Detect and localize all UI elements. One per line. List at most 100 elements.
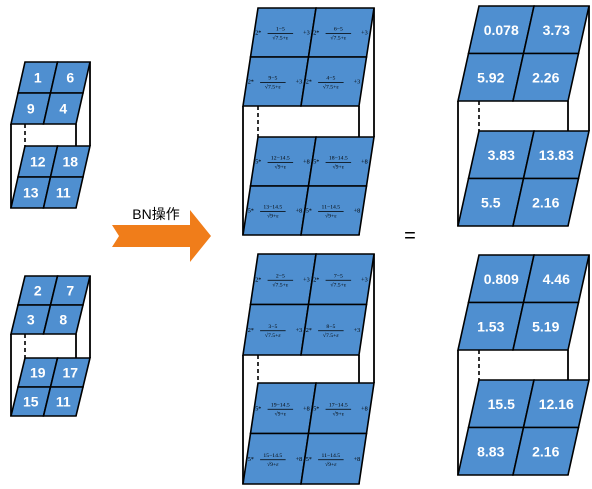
cell-value: 8.83 [477, 443, 504, 459]
formula-coef: 2* [306, 79, 312, 86]
bn-arrow: BN操作 [112, 206, 211, 262]
cell-value: 0.809 [484, 271, 519, 287]
formula-denominator: √9+ε [267, 213, 279, 220]
cell-value: 7 [66, 283, 74, 299]
cell-value: 2.16 [532, 443, 559, 459]
formula-denominator: √7.5+ε [272, 281, 288, 288]
formula-shift: +3 [354, 79, 361, 86]
output-block-1-bottom-plate: 3.83 13.83 5.5 2.16 [457, 130, 590, 227]
formula-shift: +8 [361, 159, 368, 166]
tensor-cell [300, 56, 368, 107]
formula-denominator: √9+ε [325, 461, 337, 468]
formula-denominator: √9+ε [325, 213, 337, 220]
cell-value: 0.078 [484, 22, 519, 38]
formula-shift: +3 [361, 276, 368, 283]
formula-denominator: √7.5+ε [323, 84, 339, 91]
formula-denominator: √7.5+ε [330, 281, 346, 288]
formula-numerator: 2−5 [276, 273, 285, 279]
formula-coef: 2* [248, 327, 254, 334]
formula-denominator: √9+ε [275, 164, 287, 171]
formula-numerator: 15−14.5 [263, 453, 282, 459]
formula-coef: 5* [248, 208, 254, 215]
formula-coef: 5* [255, 159, 261, 166]
formula-shift: +3 [296, 79, 303, 86]
formula-numerator: 17−14.5 [329, 402, 348, 408]
formula-denominator: √7.5+ε [265, 84, 281, 91]
formula-coef: 2* [313, 30, 319, 37]
cell-value: 13.83 [539, 147, 574, 163]
formula-numerator: 8−5 [326, 324, 335, 330]
cell-value: 4 [59, 101, 67, 117]
tensor-cell [512, 177, 580, 227]
cell-value: 17 [62, 365, 78, 381]
cell-value: 1.53 [477, 318, 504, 334]
formula-numerator: 9−5 [268, 76, 277, 82]
formula-shift: +8 [296, 208, 303, 215]
formula-coef: 5* [306, 208, 312, 215]
formula-denominator: √9+ε [333, 164, 345, 171]
formula-coef: 2* [306, 327, 312, 334]
formula-denominator: √9+ε [267, 461, 279, 468]
cell-value: 5.92 [477, 69, 504, 85]
formula-shift: +8 [296, 456, 303, 463]
output-block-2-top-plate: 0.809 4.46 1.53 5.19 [457, 254, 590, 351]
formula-numerator: 12−14.5 [271, 156, 290, 162]
cell-value: 11 [56, 185, 71, 201]
formula-numerator: 3−5 [268, 324, 277, 330]
formula-numerator: 11−14.5 [322, 205, 341, 211]
formula-numerator: 18−14.5 [329, 156, 348, 162]
cell-value: 6 [66, 70, 74, 86]
tensor-cell [300, 185, 368, 236]
cell-value: 5.19 [532, 318, 559, 334]
tensor-cell [42, 386, 85, 417]
formula-shift: +3 [361, 30, 368, 37]
tensor-cell [42, 92, 85, 125]
formula-denominator: √7.5+ε [272, 35, 288, 42]
formula-coef: 5* [255, 405, 261, 412]
tensor-cell [300, 432, 368, 485]
cell-value: 18 [62, 154, 78, 170]
cell-value: 2 [34, 283, 42, 299]
tensor-cell [300, 303, 368, 356]
cell-value: 2.16 [532, 194, 559, 210]
formula-shift: +8 [303, 405, 310, 412]
arrow-label: BN操作 [132, 206, 179, 222]
tensor-cell [42, 176, 85, 209]
cell-value: 11 [56, 394, 71, 410]
formula-numerator: 6−5 [334, 27, 343, 33]
cell-value: 19 [30, 365, 46, 381]
formula-shift: +8 [361, 405, 368, 412]
formula-denominator: √7.5+ε [265, 332, 281, 339]
cell-value: 4.46 [543, 271, 570, 287]
formula-shift: +3 [296, 327, 303, 334]
cell-value: 2.26 [532, 69, 559, 85]
cell-value: 15 [23, 394, 39, 410]
formula-coef: 2* [248, 79, 254, 86]
formula-coef: 5* [248, 456, 254, 463]
cell-value: 5.5 [481, 194, 501, 210]
formula-shift: +8 [354, 208, 361, 215]
arrow-shape [112, 210, 211, 262]
formula-numerator: 7−5 [334, 273, 343, 279]
formula-numerator: 1−5 [276, 27, 285, 33]
formula-coef: 2* [313, 276, 319, 283]
cell-value: 3.83 [488, 147, 515, 163]
formula-denominator: √9+ε [333, 410, 345, 417]
formula-shift: +3 [303, 30, 310, 37]
